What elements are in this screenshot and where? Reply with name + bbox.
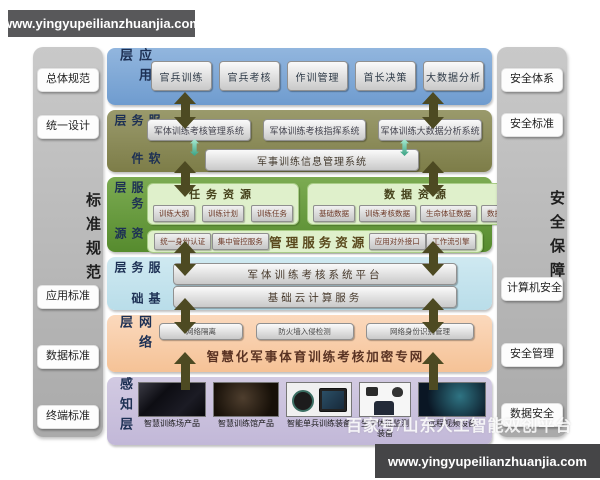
foundation-layer-label-outer: 基础 [130, 292, 161, 308]
data-resource-panel: 数据资源 基础数据 训练考核数据 生命体征数据 数据接口 [307, 183, 529, 225]
foundation-cloud-bar: 基础云计算服务 [173, 286, 457, 308]
resource-item: 训练考核数据 [359, 205, 416, 222]
monitor-band-icon [366, 387, 378, 396]
double-arrow-icon [174, 241, 196, 276]
network-item: 网络身份识别管理 [366, 323, 474, 340]
application-items-row: 官兵训练 官兵考核 作训管理 首长决策 大数据分析 [151, 61, 484, 91]
resource-top-row: 任务资源 训练大纲 训练计划 训练任务 数据资源 基础数据 训练考核数据 生命体… [147, 183, 529, 225]
data-resource-items: 基础数据 训练考核数据 生命体征数据 数据接口 [308, 205, 528, 222]
app-item: 作训管理 [287, 61, 348, 91]
foundation-layer-label: 服务层 基础 [112, 261, 163, 308]
task-resource-title: 任务资源 [189, 189, 257, 201]
resource-item: 集中管控服务 [211, 233, 269, 250]
product-caption: 智慧训练场产品 [144, 419, 200, 428]
product-caption: 智能单兵训练装备 [287, 419, 351, 428]
up-arrow-icon [422, 352, 444, 390]
resource-item: 训练计划 [202, 205, 244, 222]
app-item: 官兵训练 [151, 61, 212, 91]
security-column-title: 安全保障 [548, 189, 564, 286]
security-item: 安全管理 [501, 343, 563, 367]
app-item: 官兵考核 [219, 61, 280, 91]
watermark-text: 百家号/山东人工智能双创平台 [346, 418, 573, 435]
resource-item: 训练大纲 [153, 205, 195, 222]
task-resource-panel: 任务资源 训练大纲 训练计划 训练任务 [147, 183, 299, 225]
security-item: 数据安全 [501, 403, 563, 427]
perception-layer-label: 感知层 [118, 377, 133, 437]
link-connector-icon [190, 139, 199, 156]
foundation-service-layer: 服务层 基础 军体训练考核系统平台 基础云计算服务 [107, 257, 492, 310]
standards-item: 数据标准 [37, 345, 99, 369]
standards-column-title: 标准规范 [84, 192, 100, 288]
software-layer-label-inner: 服务层 [113, 114, 161, 130]
product-smart-training-field: 智慧训练场产品 [138, 382, 206, 429]
resource-item: 生命体征数据 [420, 205, 477, 222]
monitor-sensor-icon [392, 387, 403, 397]
task-resource-items: 训练大纲 训练计划 训练任务 [148, 205, 298, 222]
double-arrow-icon [422, 298, 444, 334]
software-system: 军体训练考核指挥系统 [262, 119, 367, 141]
tablet-icon [319, 388, 347, 412]
standards-item: 应用标准 [37, 285, 99, 309]
resource-item: 训练任务 [251, 205, 293, 222]
management-resource-title: 管理服务资源 [269, 236, 369, 250]
application-layer-label: 应用层 [118, 48, 152, 88]
product-caption: 生命体征监测装备 [361, 419, 409, 439]
software-layer-label-outer: 软件 [130, 152, 161, 169]
product-caption: 智慧训练馆产品 [218, 419, 274, 428]
resource-layer-label-outer: 资源 [113, 227, 144, 244]
standards-item: 统一设计 [37, 115, 99, 139]
app-item: 大数据分析 [423, 61, 484, 91]
software-base-system: 军事训练信息管理系统 [205, 149, 419, 171]
product-vital-monitoring: 生命体征监测装备 [359, 382, 411, 440]
training-hall-photo [213, 382, 279, 417]
network-item: 防火墙入侵检测 [255, 323, 354, 340]
double-arrow-icon [422, 161, 444, 197]
network-item: 网络隔离 [159, 323, 243, 340]
training-field-photo [138, 382, 206, 417]
app-item: 首长决策 [355, 61, 416, 91]
watermark-banner-top: www.yingyupeilianzhuanjia.com [2, 10, 201, 37]
link-connector-icon [400, 139, 409, 156]
network-items-row: 网络隔离 防火墙入侵检测 网络身份识别管理 [159, 323, 474, 340]
software-systems-row: 军体训练考核管理系统 军体训练考核指挥系统 军体训练大数据分析系统 [147, 119, 483, 141]
software-system: 军体训练考核管理系统 [147, 119, 251, 141]
standards-column: 总体规范 统一设计 标准规范 应用标准 数据标准 终端标准 [33, 47, 103, 437]
network-caption: 智慧化军事体育训练考核加密专网 [206, 350, 425, 364]
resource-item: 应用对外接口 [368, 233, 426, 250]
product-caption: 远程视频设备 [428, 419, 476, 428]
security-item: 计算机安全 [501, 277, 563, 301]
vital-monitoring-photo [359, 382, 411, 417]
security-column: 安全体系 安全标准 安全保障 计算机安全 安全管理 数据安全 [497, 47, 567, 437]
foundation-platform-bar: 军体训练考核系统平台 [173, 263, 457, 285]
perception-layer: 感知层 智慧训练场产品 智慧训练馆产品 智能单兵训练装备 [107, 377, 492, 445]
product-smart-training-hall: 智慧训练馆产品 [213, 382, 279, 429]
standards-item: 总体规范 [37, 68, 99, 92]
foundation-layer-label-inner: 服务层 [113, 261, 161, 277]
soldier-equipment-photo [286, 382, 352, 417]
software-layer-label: 服务层 软件 [112, 114, 163, 170]
product-soldier-equipment: 智能单兵训练装备 [286, 382, 352, 429]
double-arrow-icon [174, 298, 196, 334]
tablet-screen [322, 391, 344, 409]
smart-shirt-icon [374, 401, 394, 415]
double-arrow-icon [422, 92, 444, 129]
smartwatch-icon [292, 390, 314, 412]
data-resource-title: 数据资源 [384, 189, 452, 201]
double-arrow-icon [174, 92, 196, 129]
resource-layer-label: 服务层 资源 [112, 181, 146, 250]
watermark-banner-bottom: www.yingyupeilianzhuanjia.com [375, 444, 600, 478]
double-arrow-icon [422, 241, 444, 276]
network-layer-label: 网络层 [118, 315, 152, 355]
application-layer: 应用层 官兵训练 官兵考核 作训管理 首长决策 大数据分析 [107, 48, 492, 105]
security-item: 安全体系 [501, 68, 563, 92]
resource-layer-label-inner: 服务层 [113, 181, 144, 213]
perception-products-row: 智慧训练场产品 智慧训练馆产品 智能单兵训练装备 生命体征监测装备 [138, 382, 486, 440]
security-item: 安全标准 [501, 113, 563, 137]
resource-item: 基础数据 [313, 205, 355, 222]
up-arrow-icon [174, 352, 196, 390]
resource-panels: 任务资源 训练大纲 训练计划 训练任务 数据资源 基础数据 训练考核数据 生命体… [147, 183, 529, 253]
standards-item: 终端标准 [37, 405, 99, 429]
double-arrow-icon [174, 161, 196, 197]
